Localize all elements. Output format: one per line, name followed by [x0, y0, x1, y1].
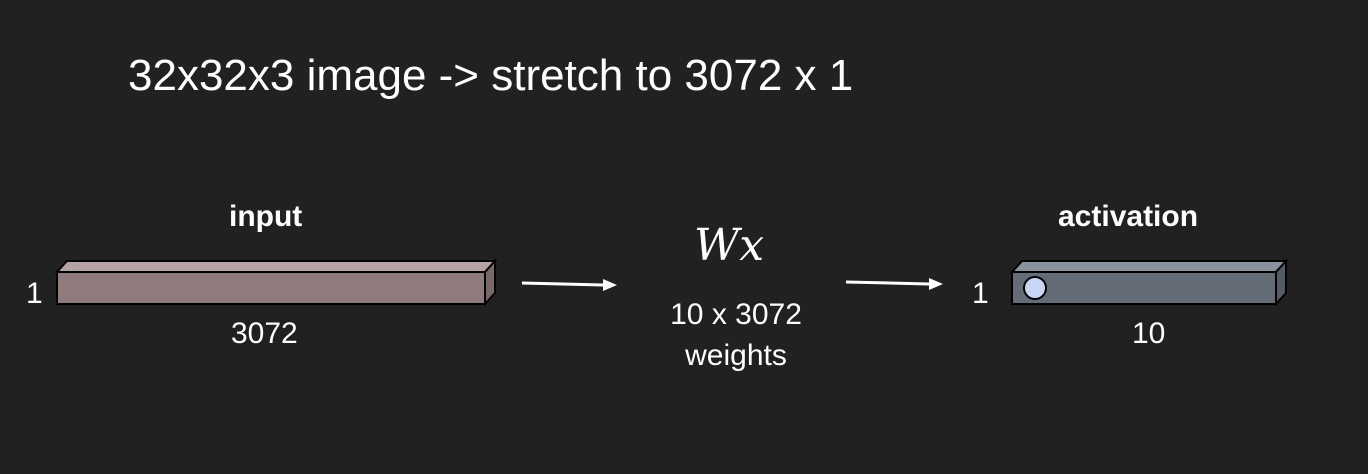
- input-width-label: 3072: [231, 317, 298, 350]
- activation-width-label: 10: [1132, 317, 1166, 350]
- weights-caption: weights: [685, 339, 787, 372]
- weights-dims-label: 10 x 3072: [670, 298, 802, 331]
- input-block-front: [56, 271, 486, 305]
- activation-label: activation: [1058, 200, 1199, 233]
- input-block-top: [54, 260, 498, 273]
- weight-formula: Wx: [694, 220, 765, 271]
- arrow-input-to-layer: [521, 279, 617, 291]
- arrow-layer-to-activation: [845, 278, 943, 290]
- activation-block: [1009, 258, 1289, 307]
- diagram-title: 32x32x3 image -> stretch to 3072 x 1: [128, 51, 854, 100]
- activation-height-label: 1: [972, 277, 989, 310]
- input-block: [54, 258, 498, 307]
- activation-block-top: [1009, 260, 1289, 273]
- input-height-label: 1: [26, 277, 43, 310]
- input-label: input: [229, 200, 303, 233]
- activation-block-front: [1011, 271, 1277, 305]
- activation-neuron-highlight: [1023, 276, 1047, 300]
